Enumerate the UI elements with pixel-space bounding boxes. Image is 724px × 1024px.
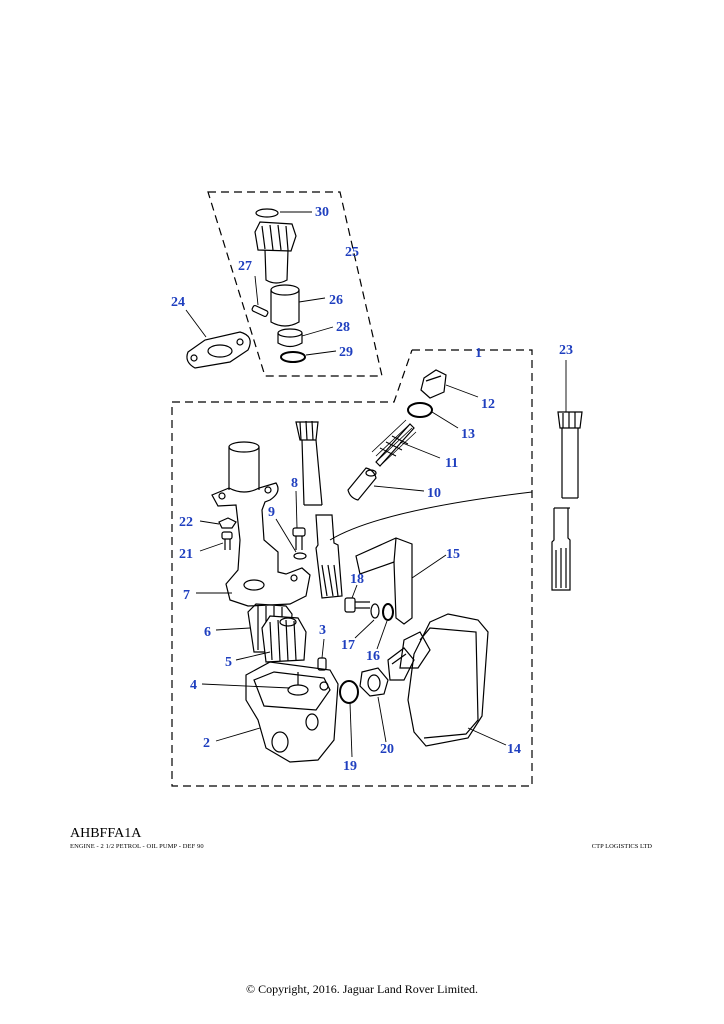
group-25-boundary	[207, 191, 383, 377]
callout-23[interactable]: 23	[559, 343, 573, 358]
part-23-shaft	[551, 411, 583, 591]
callout-20[interactable]: 20	[380, 742, 394, 757]
callout-16[interactable]: 16	[366, 649, 380, 664]
callout-numbers: 1 2 3 4 5 6 7 8 9 10 11 12 13 14 15 16 1…	[171, 205, 573, 774]
part-30-oring	[255, 208, 279, 218]
part-22-clip	[218, 517, 237, 529]
callout-30[interactable]: 30	[315, 205, 329, 220]
callout-7[interactable]: 7	[183, 588, 190, 603]
callout-12[interactable]: 12	[481, 397, 495, 412]
part-20-gasket	[359, 667, 389, 697]
part-11-spring	[371, 419, 417, 467]
company-name: CTP LOGISTICS LTD	[591, 843, 652, 850]
callout-5[interactable]: 5	[225, 655, 232, 670]
part-18-bolt	[344, 597, 370, 613]
part-5-gear	[261, 615, 307, 663]
callout-4[interactable]: 4	[190, 678, 197, 693]
callout-26[interactable]: 26	[329, 293, 343, 308]
part-10-plunger	[347, 467, 377, 501]
part-19-oring	[339, 680, 359, 704]
part-16-washer	[382, 603, 394, 621]
callout-6[interactable]: 6	[204, 625, 211, 640]
part-17-washer	[370, 603, 380, 619]
callout-28[interactable]: 28	[336, 320, 350, 335]
part-13-washer	[407, 402, 433, 418]
callout-25[interactable]: 25	[345, 245, 359, 260]
part-14-strainer	[387, 613, 489, 747]
part-26-bush	[270, 284, 300, 327]
part-8-bolt	[292, 527, 306, 550]
callout-29[interactable]: 29	[339, 345, 353, 360]
part-9-washer	[293, 552, 307, 560]
part-7-pump-body	[211, 441, 311, 607]
callout-18[interactable]: 18	[350, 572, 364, 587]
drawing-code: AHBFFA1A	[70, 826, 142, 841]
group-1-boundary	[171, 349, 533, 787]
part-27-pin	[251, 304, 269, 318]
callout-19[interactable]: 19	[343, 759, 357, 774]
part-12-plug	[420, 369, 447, 399]
callout-14[interactable]: 14	[507, 742, 521, 757]
callout-21[interactable]: 21	[179, 547, 193, 562]
part-25-drive-gear	[254, 221, 297, 284]
part-2-pump-housing	[245, 661, 339, 763]
part-24-gasket	[186, 331, 251, 369]
part-15-bracket	[355, 537, 413, 625]
callout-17[interactable]: 17	[341, 638, 355, 653]
leader-lines	[185, 211, 567, 758]
part-29-clip	[280, 351, 306, 363]
callout-27[interactable]: 27	[238, 259, 252, 274]
callout-2[interactable]: 2	[203, 736, 210, 751]
part-connecting-shaft	[295, 420, 343, 599]
copyright-notice: © Copyright, 2016. Jaguar Land Rover Lim…	[245, 982, 479, 996]
callout-8[interactable]: 8	[291, 476, 298, 491]
callout-15[interactable]: 15	[446, 547, 460, 562]
callout-3[interactable]: 3	[319, 623, 326, 638]
leader-curve	[329, 491, 533, 541]
callout-11[interactable]: 11	[445, 456, 458, 471]
callout-22[interactable]: 22	[179, 515, 193, 530]
drawing-subtitle: ENGINE - 2 1/2 PETROL - OIL PUMP - DEF 9…	[70, 843, 204, 850]
callout-1[interactable]: 1	[475, 346, 482, 361]
part-28-washer	[277, 328, 303, 348]
callout-13[interactable]: 13	[461, 427, 475, 442]
callout-10[interactable]: 10	[427, 486, 441, 501]
callout-9[interactable]: 9	[268, 505, 275, 520]
part-21-bolt	[221, 531, 233, 550]
callout-24[interactable]: 24	[171, 295, 185, 310]
